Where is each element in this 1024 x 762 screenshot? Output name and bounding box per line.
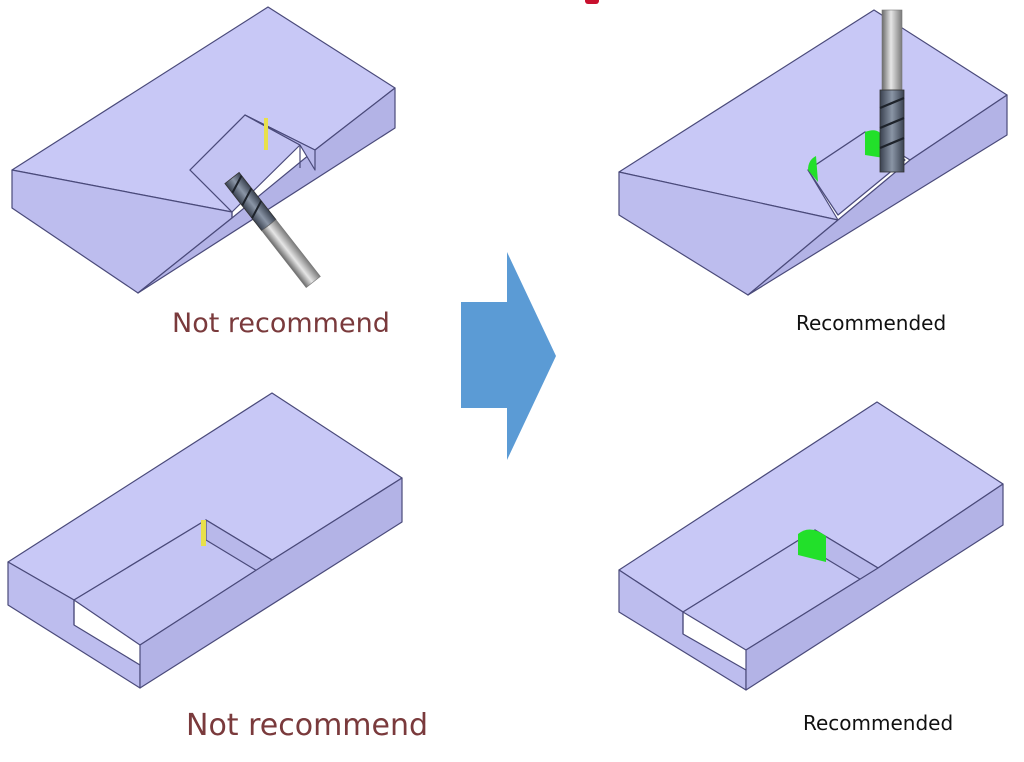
block-side-face <box>745 483 1004 691</box>
block-bottom-right <box>618 401 1004 691</box>
label-not-recommend-bottom: Not recommend <box>186 708 429 743</box>
end-mill-tool-icon <box>224 171 321 288</box>
block-side-face <box>747 94 1008 296</box>
sharp-corner-mark <box>264 118 268 150</box>
label-recommended-top: Recommended <box>796 311 947 335</box>
corner-radius-fill <box>865 130 884 158</box>
block-top-left <box>11 6 396 294</box>
corner-radius-fill <box>808 156 818 182</box>
block-top-right <box>618 9 1008 296</box>
corner-radius-fill <box>798 529 826 562</box>
block-side-face <box>137 87 396 294</box>
block-bottom-left <box>7 392 403 689</box>
label-not-recommend-top: Not recommend <box>172 308 390 339</box>
pocket-wall <box>244 114 316 171</box>
sharp-corner-mark <box>201 520 206 546</box>
right-arrow-icon <box>461 252 556 460</box>
label-recommended-bottom: Recommended <box>803 711 954 735</box>
top-edge-mark <box>585 0 599 4</box>
end-mill-tool-icon <box>879 9 905 173</box>
block-side-face <box>139 477 403 689</box>
